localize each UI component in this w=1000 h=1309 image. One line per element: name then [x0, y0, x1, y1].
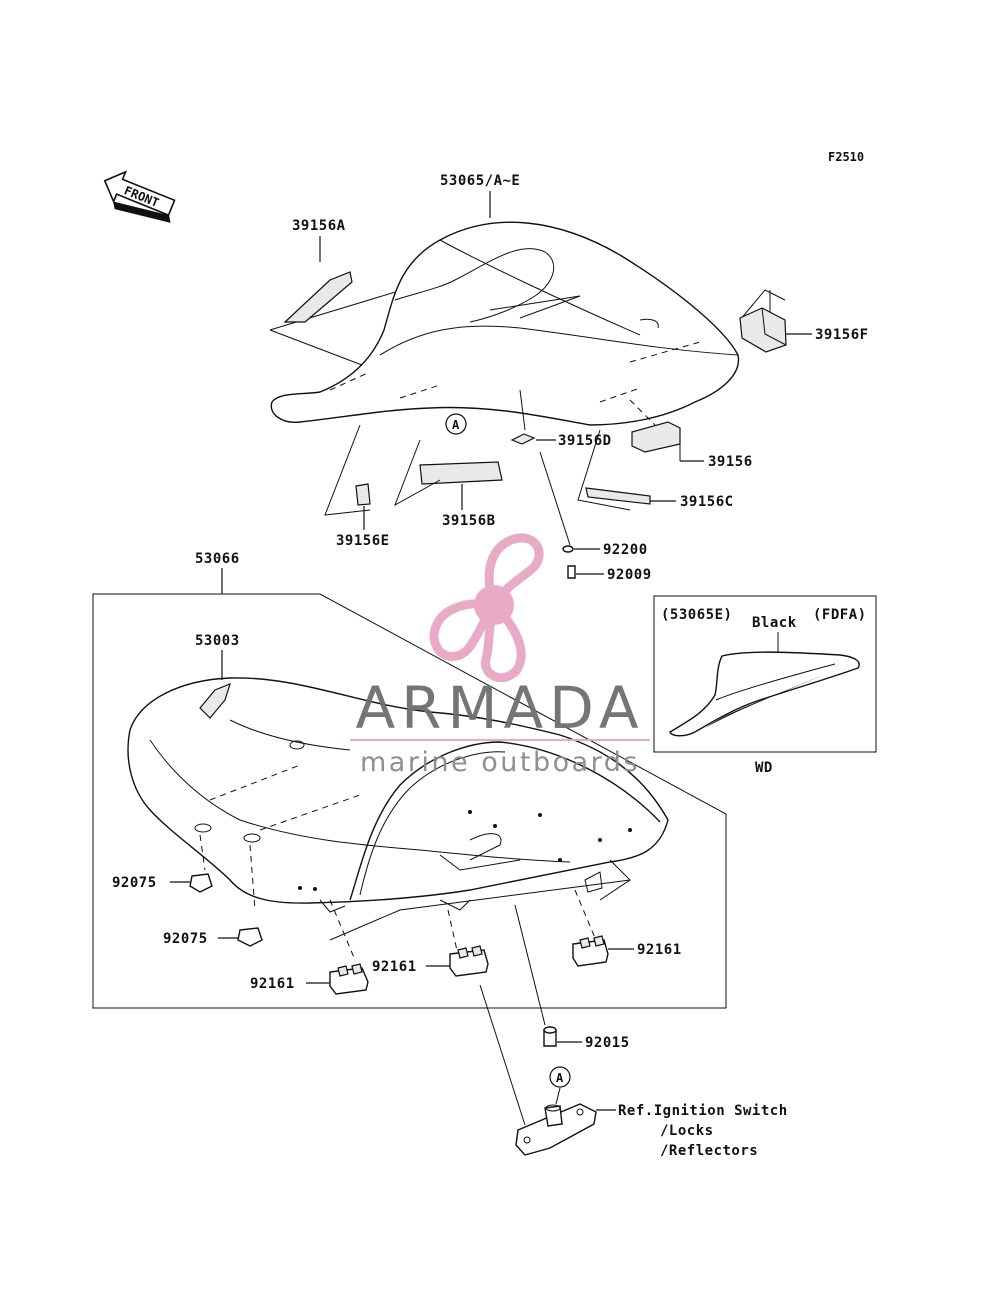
label-53065: 53065/A~E: [440, 173, 520, 189]
seat-cowl-53065: [269, 221, 786, 426]
label-92015: 92015: [585, 1035, 630, 1051]
lock-bracket: [479, 984, 616, 1156]
watermark-subtitle: marine outboards: [360, 747, 640, 778]
label-53066: 53066: [195, 551, 240, 567]
figure-code: F2510: [828, 150, 864, 164]
seat-53066: [127, 677, 669, 961]
label-39156E: 39156E: [336, 533, 390, 549]
propeller-logo-icon: [429, 533, 544, 683]
part-92075-a: 92075: [112, 873, 213, 893]
inset-color: Black: [752, 615, 797, 631]
part-39156: 39156: [629, 399, 753, 470]
front-arrow-icon: FRONT: [103, 170, 176, 223]
watermark-title: ARMADA: [355, 674, 644, 742]
part-92161-c: 92161: [572, 935, 682, 967]
label-39156D: 39156D: [558, 433, 612, 449]
label-a-top: A: [452, 418, 460, 432]
label-53003: 53003: [195, 633, 240, 649]
armada-watermark: ARMADA marine outboards: [350, 533, 650, 778]
variant-inset: (53065E) Black (FDFA) WD: [653, 595, 877, 776]
ref-reflectors: /Reflectors: [660, 1143, 758, 1159]
label-39156F: 39156F: [815, 327, 869, 343]
label-92161-b: 92161: [372, 959, 417, 975]
label-39156A: 39156A: [292, 218, 346, 234]
part-39156E: 39156E: [336, 483, 390, 549]
part-39156A: 39156A: [283, 218, 353, 323]
part-92015: 92015: [514, 904, 630, 1051]
part-92161-b: 92161: [372, 945, 489, 977]
label-92161-a: 92161: [250, 976, 295, 992]
label-92075-a: 92075: [112, 875, 157, 891]
ref-locks: /Locks: [660, 1123, 714, 1139]
inset-frame: [653, 595, 877, 753]
label-92200: 92200: [603, 542, 648, 558]
ref-circle-a-top: [445, 413, 467, 435]
label-39156B: 39156B: [442, 513, 496, 529]
inset-caption: WD: [755, 760, 773, 776]
part-39156B: 39156B: [419, 461, 503, 529]
ref-circle-a-bottom: [549, 1066, 571, 1088]
label-92009: 92009: [607, 567, 652, 583]
part-92009: 92009: [567, 565, 652, 583]
label-39156C: 39156C: [680, 494, 734, 510]
label-39156: 39156: [708, 454, 753, 470]
label-92161-c: 92161: [637, 942, 682, 958]
seat-boundary-box: [92, 593, 727, 1009]
part-39156C: 39156C: [585, 487, 734, 510]
part-92161-a: 92161: [250, 963, 369, 995]
label-a-bottom: A: [556, 1071, 564, 1085]
inset-model: (53065E): [661, 607, 732, 623]
part-53003: 53003: [195, 633, 240, 719]
part-92200: 92200: [562, 542, 648, 558]
ref-ignition-switch: Ref.Ignition Switch: [618, 1103, 788, 1119]
label-92075-b: 92075: [163, 931, 208, 947]
part-39156F: 39156F: [739, 307, 869, 353]
part-92075-b: 92075: [163, 927, 263, 947]
inset-code: (FDFA): [813, 607, 867, 623]
